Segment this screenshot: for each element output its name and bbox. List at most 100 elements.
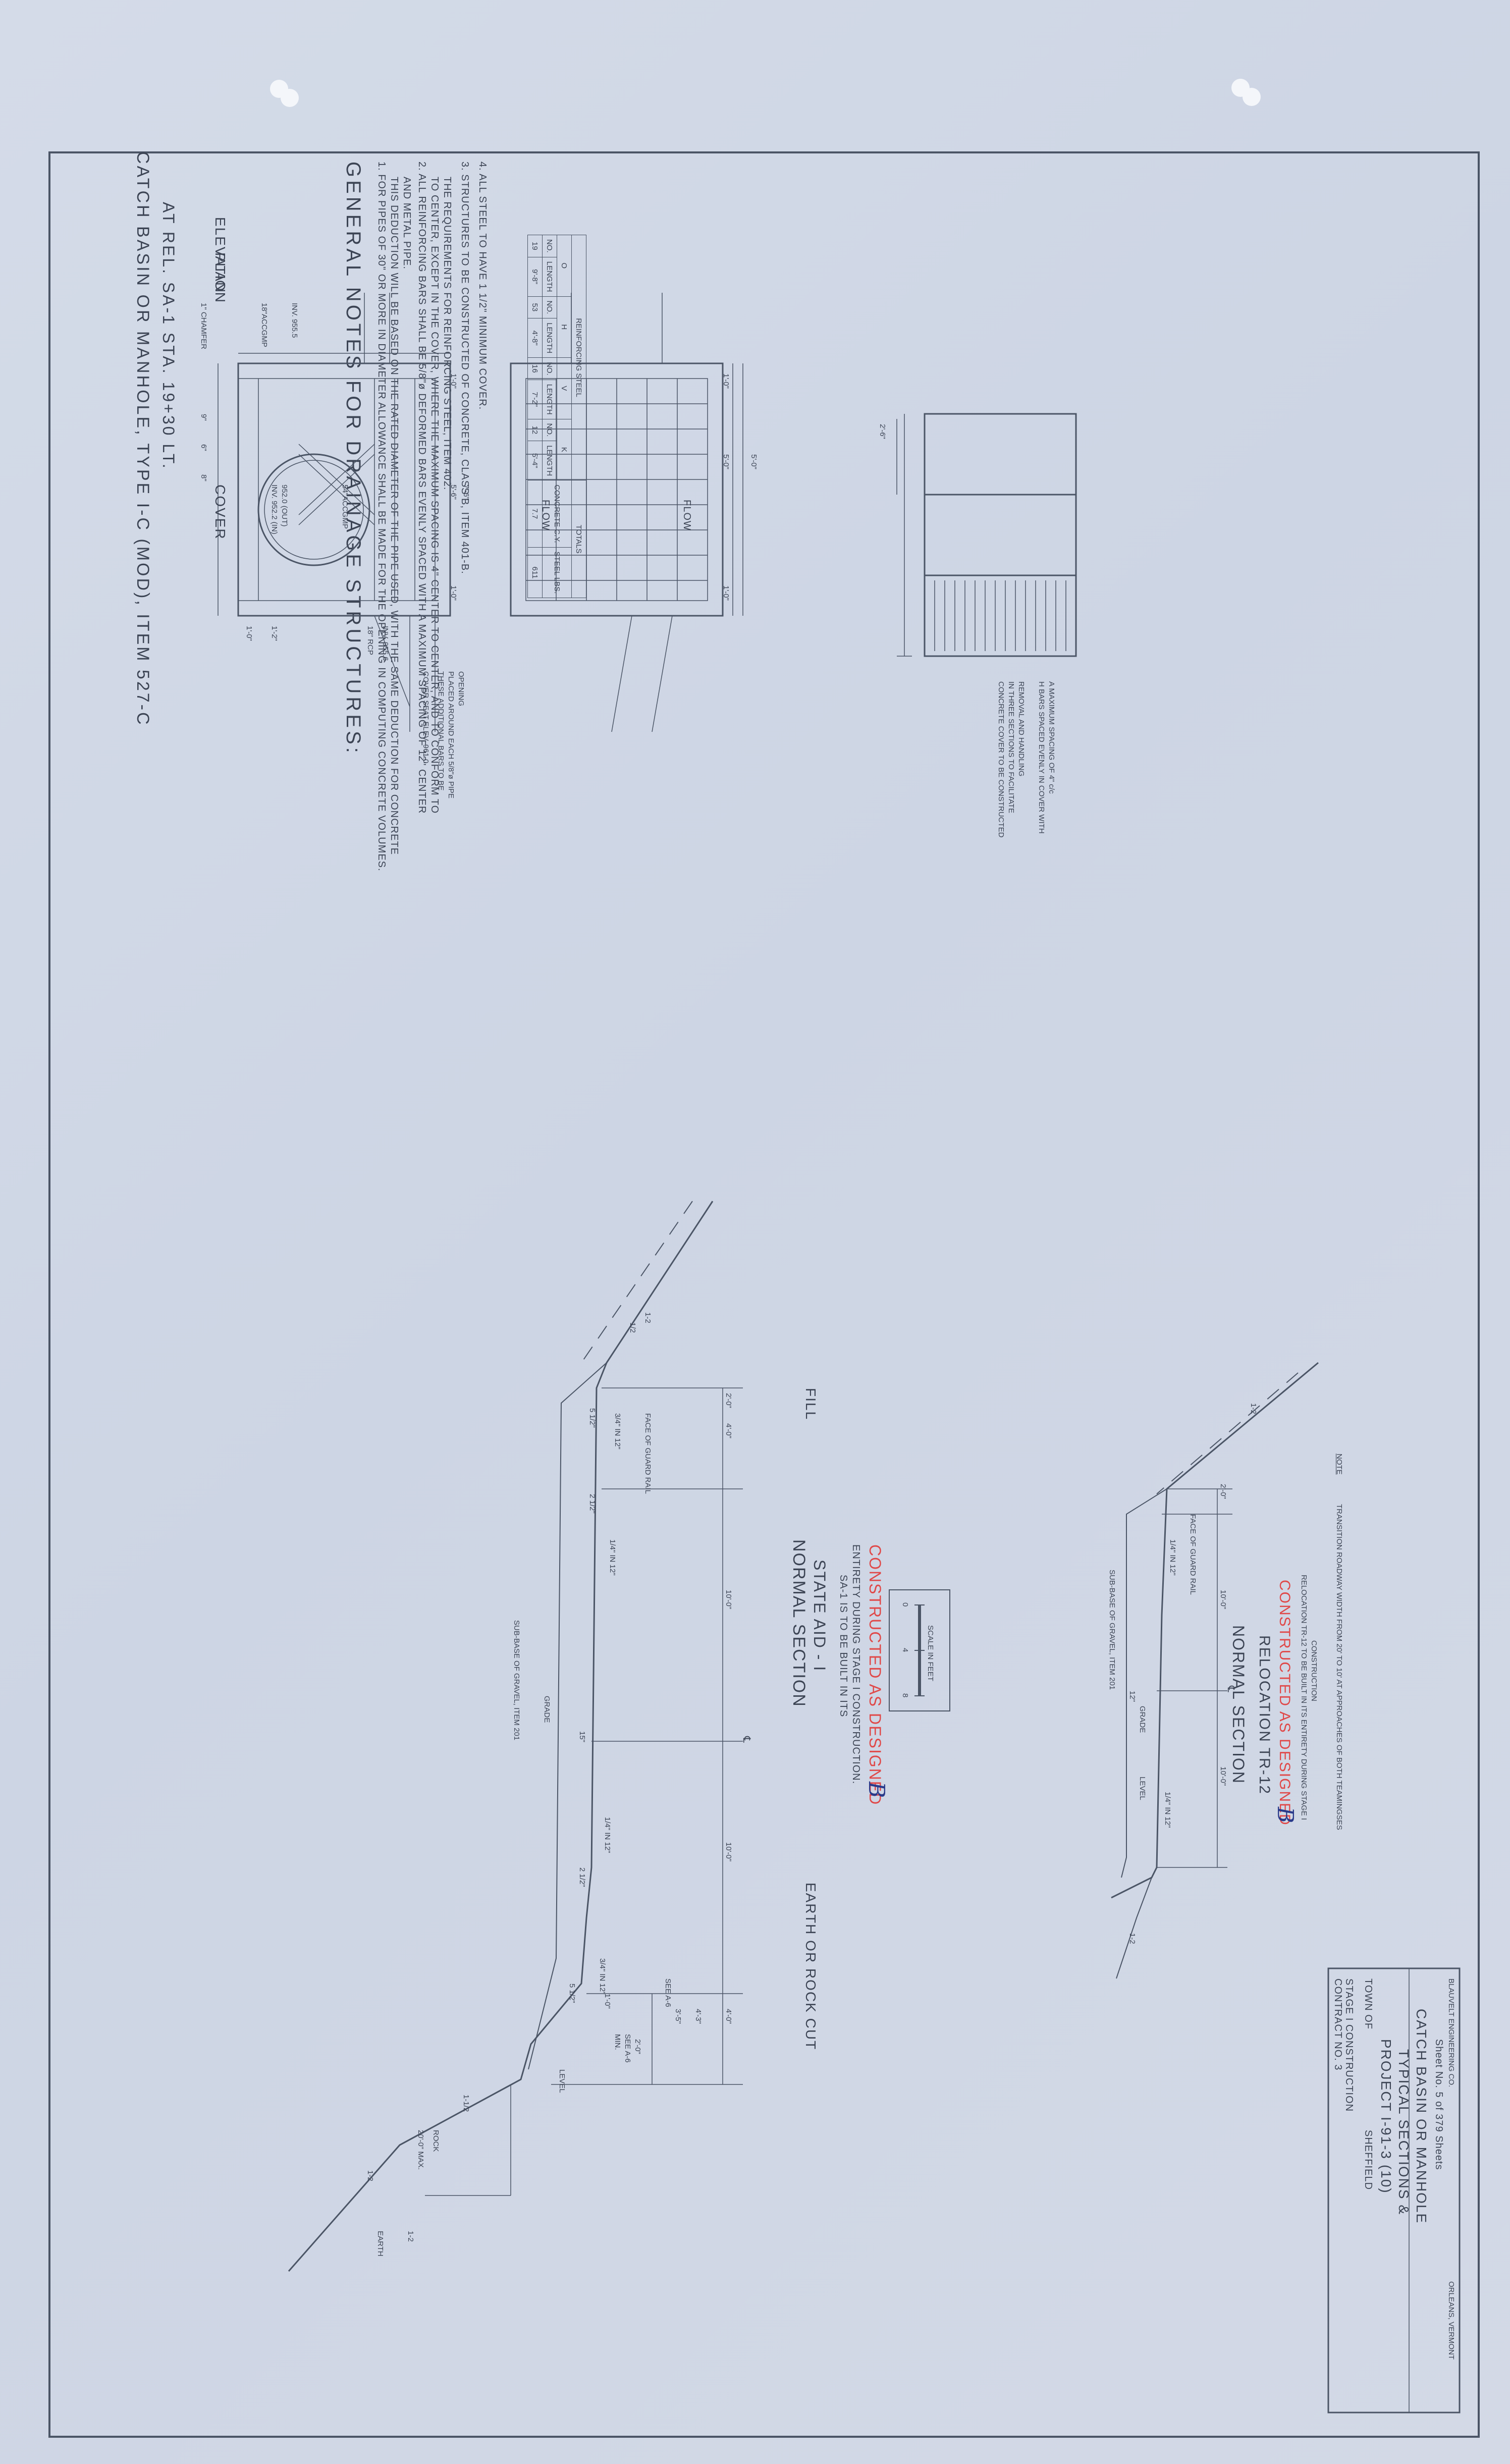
- sa1-slope: 3/4" IN 12": [613, 1413, 622, 1450]
- additional-bars-note: OPENING: [457, 671, 465, 707]
- scale-tick: 8: [901, 1693, 909, 1698]
- tr12-slope: 1/4" IN 12": [1168, 1539, 1177, 1576]
- firm-city: ORLEANS, VERMONT: [1447, 2281, 1455, 2360]
- cover-label: COVER: [212, 485, 228, 540]
- tr12-label: SUB-BASE OF GRAVEL, ITEM 201: [1108, 1570, 1116, 1690]
- sa1-depth: 5 1/2": [568, 1984, 576, 2003]
- sa1-dim: 10'-0": [724, 1590, 733, 1610]
- sa1-dim: 4'-3": [694, 2009, 703, 2024]
- sa1-depth: 15": [578, 1731, 586, 1743]
- sa1-note: ENTIRETY DURING STAGE I CONSTRUCTION.: [850, 1544, 861, 1785]
- transition-note: TRANSITION ROADWAY WIDTH FROM 20' TO 10'…: [1335, 1504, 1343, 1830]
- sa1-slope: 1-2: [406, 2231, 415, 2242]
- scale-bar: [889, 1589, 950, 1711]
- punch-hole: [1243, 88, 1261, 106]
- sa1-label: 20'-0" MAX.: [416, 2130, 425, 2170]
- sa1-slope: 3/4" IN 12": [598, 1958, 607, 1995]
- sa1-section: [288, 1201, 743, 2272]
- sa1-dim: 2'-0": [724, 1393, 733, 1408]
- catch-basin-subtitle: AT REL. SA-1 STA. 19+30 LT.: [159, 202, 178, 470]
- pipe-label: 54"ACCGMP: [341, 485, 349, 529]
- tr12-label: FACE OF GUARD RAIL: [1189, 1514, 1197, 1595]
- stage-label: STAGE I CONSTRUCTION: [1343, 1978, 1355, 2112]
- plan-view: [510, 293, 743, 732]
- sa1-dim: 10'-0": [724, 1842, 733, 1862]
- transition-note-label: NOTE: [1335, 1454, 1343, 1475]
- dimension-label: 8": [199, 474, 208, 481]
- h-bars-note: A MAXIMUM SPACING OF 4" c/c: [1047, 681, 1056, 794]
- dimension-label: 1'-0": [722, 585, 730, 601]
- chamfer-label: 1" CHAMFER: [199, 303, 208, 349]
- sa1-title: NORMAL SECTION: [789, 1539, 808, 1707]
- additional-bars-note: THESE ADDITIONAL BARS TO BE: [437, 671, 445, 791]
- tr12-dim: 10'-0": [1219, 1766, 1227, 1786]
- tr12-note: RELOCATION TR-12 TO BE BUILT IN ITS ENTI…: [1300, 1575, 1308, 1820]
- additional-bars-note: PLACED AROUND EACH 5/8"ø PIPE: [447, 671, 455, 799]
- cover-note: CONCRETE COVER TO BE CONSTRUCTED: [997, 681, 1005, 838]
- sa1-slope: 1/4" IN 12": [608, 1539, 617, 1576]
- dimension-label: 5'-0": [749, 454, 758, 469]
- dimension-label: 1'-0": [449, 373, 458, 389]
- sa1-slope: 1-2: [643, 1312, 652, 1323]
- sa1-subtitle: STATE AID - I: [811, 1560, 829, 1672]
- flow-label: FLOW: [540, 500, 551, 531]
- cover-note: REMOVAL AND HANDLING: [1017, 681, 1026, 777]
- town-label: TOWN OF: [1363, 1978, 1374, 2030]
- invert-label: INV. 955.6: [381, 626, 390, 661]
- sa1-dim: 3'-5": [674, 2009, 682, 2024]
- sa1-label: SUB-BASE OF GRAVEL, ITEM 201: [512, 1620, 521, 1741]
- dimension-label: 9": [199, 414, 208, 421]
- sa1-label: SEE A-6: [664, 1978, 672, 2007]
- sa1-label: FACE OF GUARD RAIL: [643, 1413, 652, 1494]
- sa1-dim: 4'-0": [724, 1423, 733, 1438]
- dimension-label: 5'-6": [449, 485, 458, 500]
- sheet-desc: TYPICAL SECTIONS &: [1396, 2049, 1412, 2216]
- sa1-label: GRADE: [543, 1696, 551, 1723]
- firm-name: BLAUVELT ENGINEERING CO.: [1447, 1978, 1455, 2087]
- fill-label: FILL: [803, 1388, 819, 1421]
- dimension-label: 6": [199, 444, 208, 451]
- sa1-label: EARTH: [376, 2231, 385, 2257]
- centerline-symbol: ℄: [1225, 1686, 1236, 1693]
- sheet-number: Sheet No. 5 of 379 Sheets: [1433, 2039, 1444, 2170]
- flow-label: FLOW: [681, 500, 692, 531]
- tr12-section: [1111, 1362, 1319, 1979]
- sheet-desc: CATCH BASIN OR MANHOLE: [1414, 2009, 1429, 2224]
- elevation-view: [218, 293, 451, 732]
- sa1-label: SEE A-6: [623, 2034, 632, 2063]
- sa1-constructed-stamp: CONSTRUCTED AS DESIGNED: [866, 1544, 884, 1806]
- sa1-depth: 2 1/2": [588, 1494, 597, 1514]
- tr12-depth: 12": [1128, 1691, 1137, 1702]
- sa1-label: LEVEL: [558, 2069, 566, 2093]
- dimension-label: 1'-0": [722, 373, 730, 389]
- sa1-slope: 1-1/2: [462, 2095, 470, 2112]
- sa1-slope: 1/2: [628, 1322, 637, 1333]
- cover-view: [896, 413, 1077, 657]
- tr12-subtitle: RELOCATION TR-12: [1256, 1635, 1273, 1795]
- tr12-label: LEVEL: [1138, 1777, 1147, 1800]
- tr12-label: GRADE: [1138, 1706, 1147, 1733]
- title-block: [1327, 1967, 1461, 2414]
- pipe-label: 18" RCP: [366, 626, 374, 655]
- elevation-label: ELEVATION: [212, 217, 228, 304]
- sa1-slope: 1-2: [366, 2170, 374, 2181]
- tr12-constructed-stamp: CONSTRUCTED AS DESIGNED: [1276, 1580, 1293, 1826]
- invert-label: INV. 952.2 (IN): [270, 485, 279, 534]
- sa1-slope: 1/4" IN 12": [603, 1817, 612, 1853]
- sa1-label: MIN.: [613, 2034, 622, 2050]
- sa1-initials: B: [864, 1782, 889, 1798]
- scale-tick: 0: [901, 1602, 909, 1607]
- sa1-depth: 2 1/2": [578, 1867, 586, 1887]
- catch-basin-title: CATCH BASIN OR MANHOLE, TYPE I-C (MOD), …: [133, 151, 152, 727]
- sa1-depth: 5 1/2": [588, 1408, 597, 1428]
- tr12-note: CONSTRUCTION: [1310, 1640, 1318, 1701]
- invert-label: 952.0 (OUT): [280, 485, 289, 527]
- tr12-dim: 2'-0": [1219, 1484, 1227, 1499]
- drawing-border: [48, 151, 1480, 2438]
- sa1-dim: 1'-0": [603, 1994, 612, 2009]
- dimension-label: 7'-6": [462, 485, 470, 500]
- tr12-slope: 1-2: [1249, 1403, 1258, 1414]
